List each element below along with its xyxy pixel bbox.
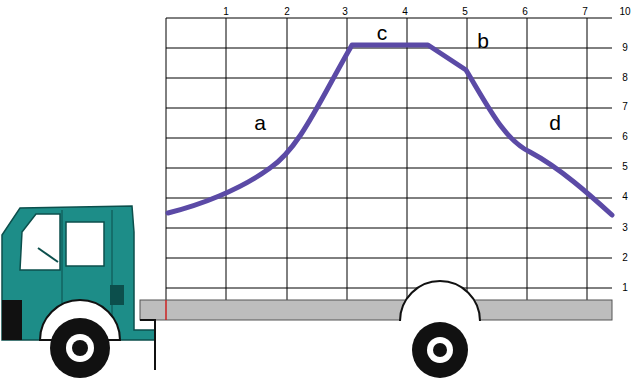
truck-bed: [140, 300, 612, 320]
curve-label: d: [549, 112, 561, 133]
wheels: [50, 281, 480, 378]
scale-number: 7: [622, 102, 628, 112]
axis-number: 6: [522, 7, 528, 17]
curve-label: c: [377, 22, 388, 43]
axis-number: 7: [582, 7, 588, 17]
scale-number: 8: [622, 73, 628, 83]
scale-number: 2: [622, 253, 628, 263]
axis-number: 5: [462, 7, 468, 17]
load-curve: [168, 45, 612, 215]
axis-number: 2: [284, 7, 290, 17]
scale-number: 4: [622, 192, 628, 202]
axis-number: 3: [342, 7, 348, 17]
scale-number: 9: [622, 43, 628, 53]
curve-label: a: [254, 112, 266, 133]
scale-number: 1: [622, 283, 628, 293]
scale-number: 5: [622, 162, 628, 172]
axis-number: 4: [402, 7, 408, 17]
curve-label: b: [477, 30, 489, 51]
scale-number: 3: [622, 223, 628, 233]
scale-number: 10: [619, 7, 630, 17]
scale-number: 6: [622, 132, 628, 142]
grid: [166, 18, 612, 300]
truck-cab: [2, 206, 155, 370]
axis-number: 1: [223, 7, 229, 17]
